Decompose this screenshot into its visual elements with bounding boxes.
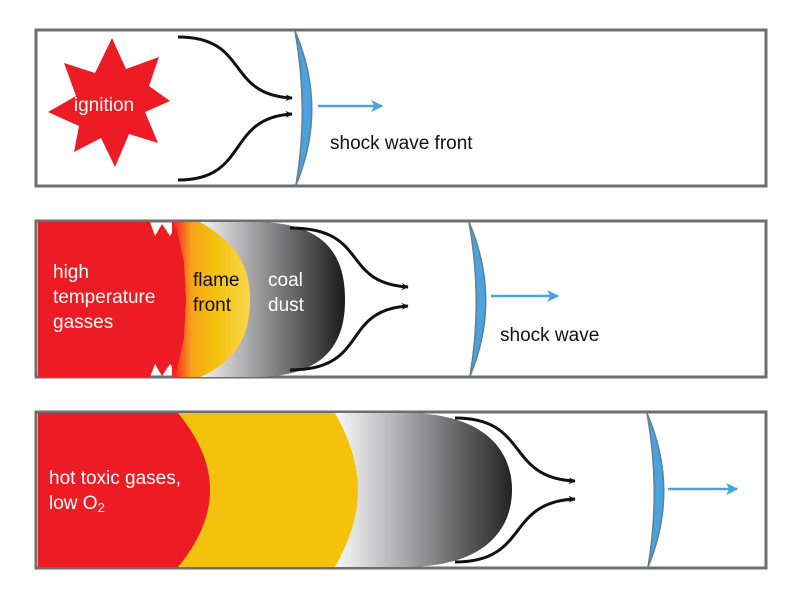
toxic-gas-label: hot toxic gases, low O2 (49, 468, 181, 515)
flow-arrow-lower-3-icon (454, 495, 576, 564)
flow-arrow-upper-3-icon (454, 416, 576, 485)
gas-label-line-2: temperature (53, 287, 155, 308)
flame-zone-3 (170, 413, 358, 567)
dust-label: coal dust (268, 270, 305, 316)
toxic-gas-zone (38, 413, 210, 567)
shock-front-3-icon (646, 412, 665, 568)
gas-label-line-1: high (53, 262, 89, 283)
panel-1-frame (34, 28, 768, 188)
coal-dust-cloud-3 (330, 413, 512, 567)
dust-label-line-2: dust (268, 295, 305, 316)
flame-label-line-2: front (193, 295, 232, 316)
panel-3: hot toxic gases, low O2 (34, 410, 768, 570)
gas-label-line-3: gasses (53, 312, 113, 333)
flame-label: flame front (193, 270, 239, 316)
flow-arrow-upper-2-icon (289, 226, 409, 291)
gas-label-2: high temperature gasses (53, 262, 155, 333)
ignition-starburst-icon (48, 38, 170, 167)
dust-label-line-1: coal (268, 270, 303, 291)
o2-subscript: 2 (98, 500, 105, 515)
flame-label-line-1: flame (193, 270, 239, 291)
toxic-gas-label-line-1: hot toxic gases, (49, 468, 181, 489)
low-o-text: low O (49, 493, 98, 514)
panel-2: high temperature gasses flame front coal… (34, 219, 768, 379)
flow-arrow-lower-2-icon (289, 302, 409, 372)
ignition-label: ignition (74, 95, 134, 116)
panel-1: ignition shock wave front (34, 28, 768, 188)
shock-wave-front-label: shock wave front (330, 133, 473, 154)
hot-gas-zone (38, 222, 186, 377)
flow-arrow-lower-icon (177, 110, 293, 182)
shock-wave-label: shock wave (500, 325, 599, 346)
shock-front-2-icon (468, 221, 487, 377)
toxic-gas-label-line-2: low O2 (49, 493, 105, 515)
flow-arrow-upper-icon (177, 35, 293, 102)
flame-front-zone (172, 222, 250, 377)
shock-front-icon (294, 30, 313, 186)
